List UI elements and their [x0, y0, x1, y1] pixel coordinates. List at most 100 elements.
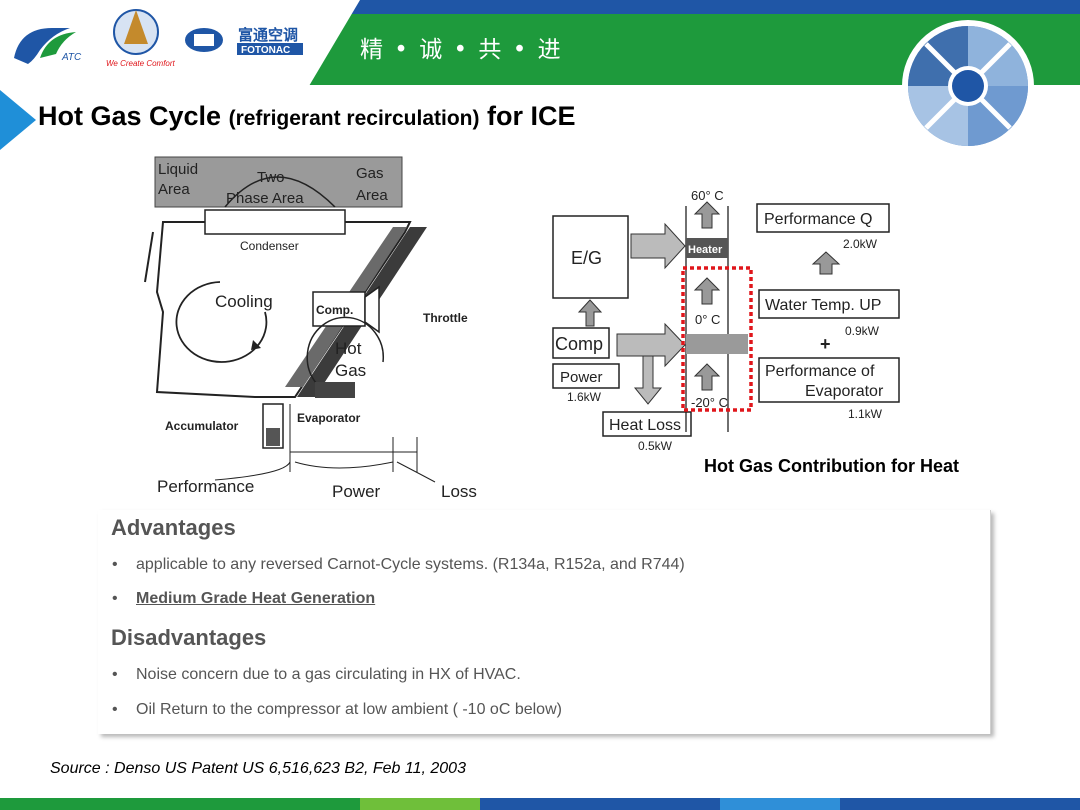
fotonac-logo: 富通空调 FOTONAC — [185, 26, 303, 56]
arrow-bottom-icon — [693, 363, 721, 391]
title-suffix: for ICE — [479, 101, 576, 131]
disadvantage-text: Oil Return to the compressor at low ambi… — [136, 701, 562, 718]
label-performance: Performance — [157, 477, 254, 496]
label-perf-evap-2: Evaporator — [805, 383, 884, 400]
perf-q-box — [756, 203, 890, 233]
heat-loss-value: 0.5kW — [638, 439, 673, 453]
pipe-right-loop — [285, 221, 412, 398]
label-cooling: Cooling — [215, 292, 273, 311]
label-evaporator: Evaporator — [297, 411, 361, 425]
diagram-caption: Hot Gas Contribution for Heat — [704, 456, 959, 476]
label-accumulator: Accumulator — [165, 419, 239, 433]
atc-badge: ATC — [61, 52, 82, 63]
slide-title: Hot Gas Cycle (refrigerant recirculation… — [38, 101, 576, 132]
disadvantage-text: Noise concern due to a gas circulating i… — [136, 666, 521, 683]
source-citation: Source : Denso US Patent US 6,516,623 B2… — [50, 760, 466, 777]
fotonac-brand-en: FOTONAC — [241, 45, 290, 56]
advantage-text: Medium Grade Heat Generation — [136, 590, 376, 607]
footer-strip — [840, 798, 1080, 810]
atc-swoosh-icon — [14, 28, 70, 64]
accumulator-fill — [266, 428, 280, 446]
footer-strip — [480, 798, 720, 810]
arrow-heat-loss-icon — [633, 355, 663, 405]
brace-loss — [396, 461, 436, 483]
label-perf-evap-1: Performance of — [765, 363, 875, 380]
perf-q-value: 2.0kW — [843, 237, 878, 251]
water-temp-value: 0.9kW — [845, 324, 880, 338]
advantage-item: •Medium Grade Heat Generation — [112, 590, 376, 607]
saturation-dome — [224, 176, 336, 208]
globe-ship-logo: We Create Comfort — [106, 9, 176, 68]
disadvantage-item: •Oil Return to the compressor at low amb… — [112, 701, 562, 718]
evaporator-block-right — [686, 334, 748, 354]
label-heat-loss: Heat Loss — [609, 417, 681, 434]
footer-strip — [720, 798, 840, 810]
phase-band — [154, 156, 403, 208]
arrow-perf-icon — [811, 251, 841, 275]
label-hot-gas: Gas — [335, 361, 366, 380]
advantages-heading: Advantages — [111, 515, 236, 540]
atc-logo: ATC — [14, 28, 82, 64]
label-eg: E/G — [571, 248, 602, 268]
label-water-temp: Water Temp. UP — [765, 297, 881, 314]
fotonac-emblem-inner — [194, 34, 214, 46]
fotonac-brand-bg — [237, 43, 303, 55]
label-liquid: Liquid — [158, 161, 198, 178]
label-throttle: Throttle — [423, 311, 468, 325]
label-comp-right: Comp — [555, 334, 603, 354]
perf-evap-value: 1.1kW — [848, 407, 883, 421]
arrow-top-icon — [693, 201, 721, 229]
logos: ATC We Create Comfort 富通空调 FOTONAC — [14, 9, 303, 68]
comp-box — [552, 327, 610, 359]
advantage-text: applicable to any reversed Carnot-Cycle … — [136, 556, 685, 573]
disadvantage-item: •Noise concern due to a gas circulating … — [112, 666, 521, 683]
pros-cons-box: Advantages •applicable to any reversed C… — [98, 510, 991, 734]
badge-center — [952, 70, 984, 102]
heat-loss-box — [602, 411, 692, 437]
perf-evap-box — [758, 357, 900, 403]
disadvantages-heading: Disadvantages — [111, 625, 267, 650]
footer-strip — [0, 798, 360, 810]
logo-tagline: We Create Comfort — [106, 59, 176, 68]
heat-contribution-diagram: E/G Comp Power 1.6kW Heat Loss 0.5kW 60°… — [552, 188, 900, 453]
pipe-inlet — [144, 231, 154, 283]
label-two: Two — [257, 169, 285, 186]
label-hot: Hot — [335, 339, 362, 358]
condenser-box — [204, 209, 346, 235]
logo-panel: ATC We Create Comfort 富通空调 FOTONAC — [0, 0, 360, 85]
label-power: Power — [332, 482, 381, 501]
title-main: Hot Gas Cycle — [38, 101, 229, 131]
advantage-item: •applicable to any reversed Carnot-Cycle… — [112, 556, 685, 573]
label-loss: Loss — [441, 482, 477, 501]
sail-icon — [124, 10, 148, 44]
compressor-pulley-icon — [364, 285, 380, 334]
arrow-eg-heater-icon — [630, 222, 686, 270]
evaporator-block — [315, 382, 355, 398]
cycle-diagram: Liquid Area Two Phase Area Gas Area Cond… — [144, 156, 477, 501]
pipe-left-loop — [155, 221, 285, 398]
footer-strip — [360, 798, 480, 810]
arrow-mid-icon — [693, 277, 721, 305]
title-sub: (refrigerant recirculation) — [228, 107, 480, 130]
power-value: 1.6kW — [567, 390, 602, 404]
cooling-arrow-icon — [251, 340, 261, 350]
brace-performance — [214, 461, 291, 481]
atc-leaf-icon — [40, 32, 76, 58]
label-area-1: Area — [158, 181, 190, 198]
label-comp: Comp. — [316, 303, 353, 317]
label-gas: Gas — [356, 165, 384, 182]
water-temp-box — [758, 289, 900, 319]
brace-power — [294, 461, 394, 469]
plus-sign: + — [820, 334, 831, 354]
power-box — [552, 363, 620, 389]
temp-bottom: -20° C — [691, 395, 728, 410]
cooling-arc — [175, 281, 268, 363]
label-condenser: Condenser — [240, 239, 299, 253]
label-area-2: Area — [356, 187, 388, 204]
slogan: 精 • 诚 • 共 • 进 — [360, 37, 563, 63]
title-arrow-icon — [0, 90, 36, 150]
arrow-comp-evap-icon — [616, 322, 686, 368]
label-heater: Heater — [688, 244, 723, 256]
fotonac-brand-cn: 富通空调 — [238, 26, 298, 44]
temp-top: 60° C — [691, 188, 724, 203]
